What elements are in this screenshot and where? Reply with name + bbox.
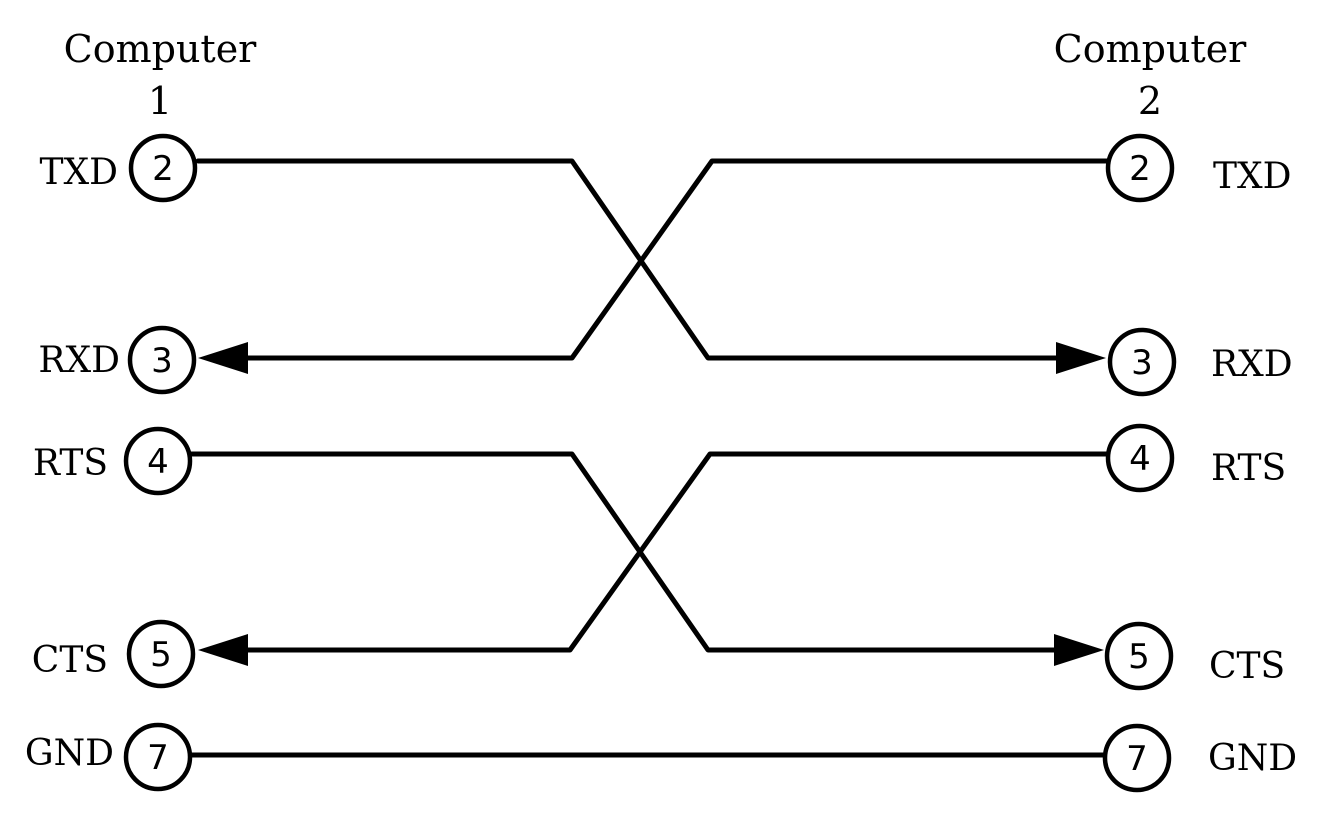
arrowhead-into-computer-2-rxd (1056, 342, 1106, 374)
pin-circle (123, 722, 193, 792)
pin-number: 2 (1129, 149, 1151, 189)
wire-txd1-to-rxd2 (195, 158, 1063, 361)
computer-2-pin-rts: 4 RTS (1105, 423, 1286, 493)
pin-number: 7 (1126, 739, 1148, 779)
pin-number: 4 (147, 442, 169, 482)
signal-label: RXD (1211, 344, 1293, 385)
pin-circle (1105, 423, 1175, 493)
pin-number: 5 (1128, 637, 1150, 677)
pin-circle (127, 325, 197, 395)
computer-1-pin-txd: 2 TXD (39, 133, 198, 203)
wire-rts2-to-cts1 (241, 451, 1113, 653)
signal-label: GND (1208, 738, 1297, 779)
pin-number: 2 (152, 149, 174, 189)
pin-number: 3 (151, 341, 173, 381)
arrowhead-into-computer-2-cts (1054, 634, 1104, 666)
computer-2-heading: Computer (1054, 27, 1248, 71)
pin-circle (1104, 621, 1174, 691)
pin-circle (126, 619, 196, 689)
wire-txd2-to-rxd1 (241, 158, 1113, 361)
pin-number: 3 (1131, 343, 1153, 383)
pin-number: 4 (1129, 439, 1151, 479)
computer-2-pin-gnd: 7 GND (1102, 723, 1297, 793)
signal-label: RXD (38, 340, 120, 381)
signal-label: GND (25, 733, 114, 774)
arrowhead-into-computer-1-cts (198, 634, 248, 666)
computer-2-pin-txd: 2 TXD (1105, 133, 1292, 203)
pin-circle (1105, 133, 1175, 203)
pin-number: 7 (147, 738, 169, 778)
signal-label: RTS (1211, 448, 1286, 489)
computer-1-pin-cts: 5 CTS (32, 619, 196, 689)
computer-2-pin-rxd: 3 RXD (1107, 327, 1293, 397)
pin-circle (1107, 327, 1177, 397)
computer-1-pin-rts: 4 RTS (33, 426, 193, 496)
signal-label: TXD (1213, 156, 1292, 197)
computer-2-pin-cts: 5 CTS (1104, 621, 1285, 691)
computer-1-number: 1 (148, 79, 172, 123)
computer-1-heading: Computer (64, 27, 258, 71)
computer-2-number: 2 (1138, 79, 1162, 123)
signal-label: CTS (1209, 646, 1285, 687)
signal-label: RTS (33, 443, 108, 484)
pin-circle (128, 133, 198, 203)
computer-1-pin-rxd: 3 RXD (38, 325, 197, 395)
signal-label: TXD (39, 152, 118, 193)
pin-circle (1102, 723, 1172, 793)
wire-rts1-to-cts2 (187, 451, 1061, 653)
computer-1-pin-gnd: 7 GND (25, 722, 193, 792)
arrowhead-into-computer-1-rxd (198, 342, 248, 374)
pin-number: 5 (150, 635, 172, 675)
pin-circle (123, 426, 193, 496)
signal-label: CTS (32, 640, 108, 681)
